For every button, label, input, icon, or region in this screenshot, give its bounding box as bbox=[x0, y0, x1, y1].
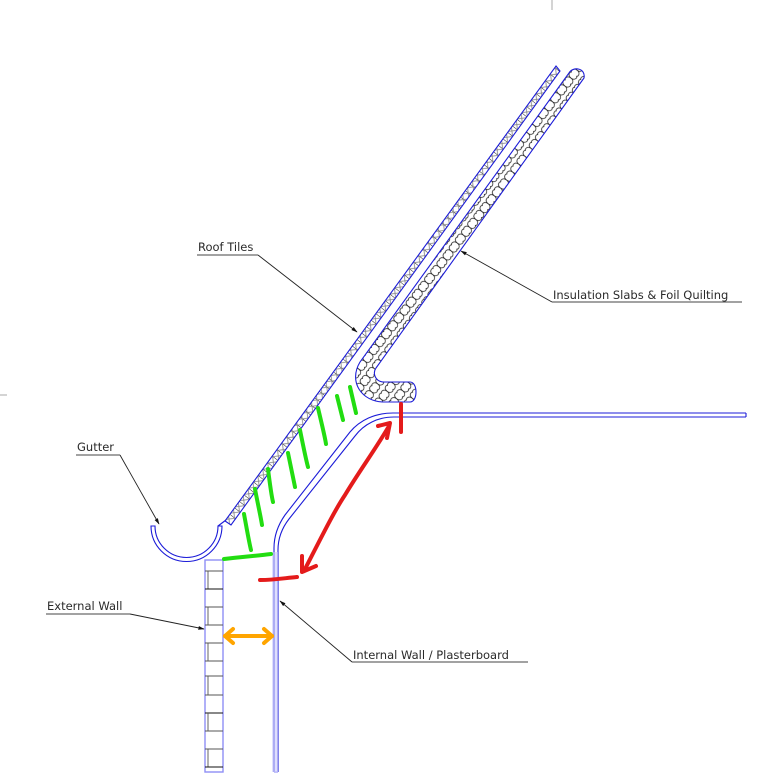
label-internal-wall-text: Internal Wall / Plasterboard bbox=[353, 648, 509, 662]
label-gutter: Gutter bbox=[76, 440, 160, 525]
green-hatching bbox=[222, 385, 358, 561]
orange-dimension-arrow bbox=[223, 627, 274, 645]
label-insulation-text: Insulation Slabs & Foil Quilting bbox=[553, 288, 728, 302]
label-roof-tiles-text: Roof Tiles bbox=[198, 240, 253, 254]
label-internal-wall: Internal Wall / Plasterboard bbox=[279, 600, 528, 663]
roof-tiles bbox=[224, 65, 561, 526]
external-wall bbox=[204, 559, 224, 773]
gutter-tile-junction bbox=[217, 519, 227, 527]
gutter bbox=[150, 525, 223, 562]
label-roof-tiles: Roof Tiles bbox=[197, 240, 358, 333]
label-external-wall: External Wall bbox=[46, 599, 205, 630]
internal-wall-plasterboard bbox=[272, 552, 278, 772]
label-external-wall-text: External Wall bbox=[47, 599, 122, 613]
label-gutter-text: Gutter bbox=[77, 440, 114, 454]
insulation-slab bbox=[355, 68, 585, 403]
red-dimension-arrow bbox=[258, 402, 403, 582]
ceiling-and-plasterboard bbox=[273, 412, 747, 773]
label-insulation: Insulation Slabs & Foil Quilting bbox=[460, 250, 742, 303]
